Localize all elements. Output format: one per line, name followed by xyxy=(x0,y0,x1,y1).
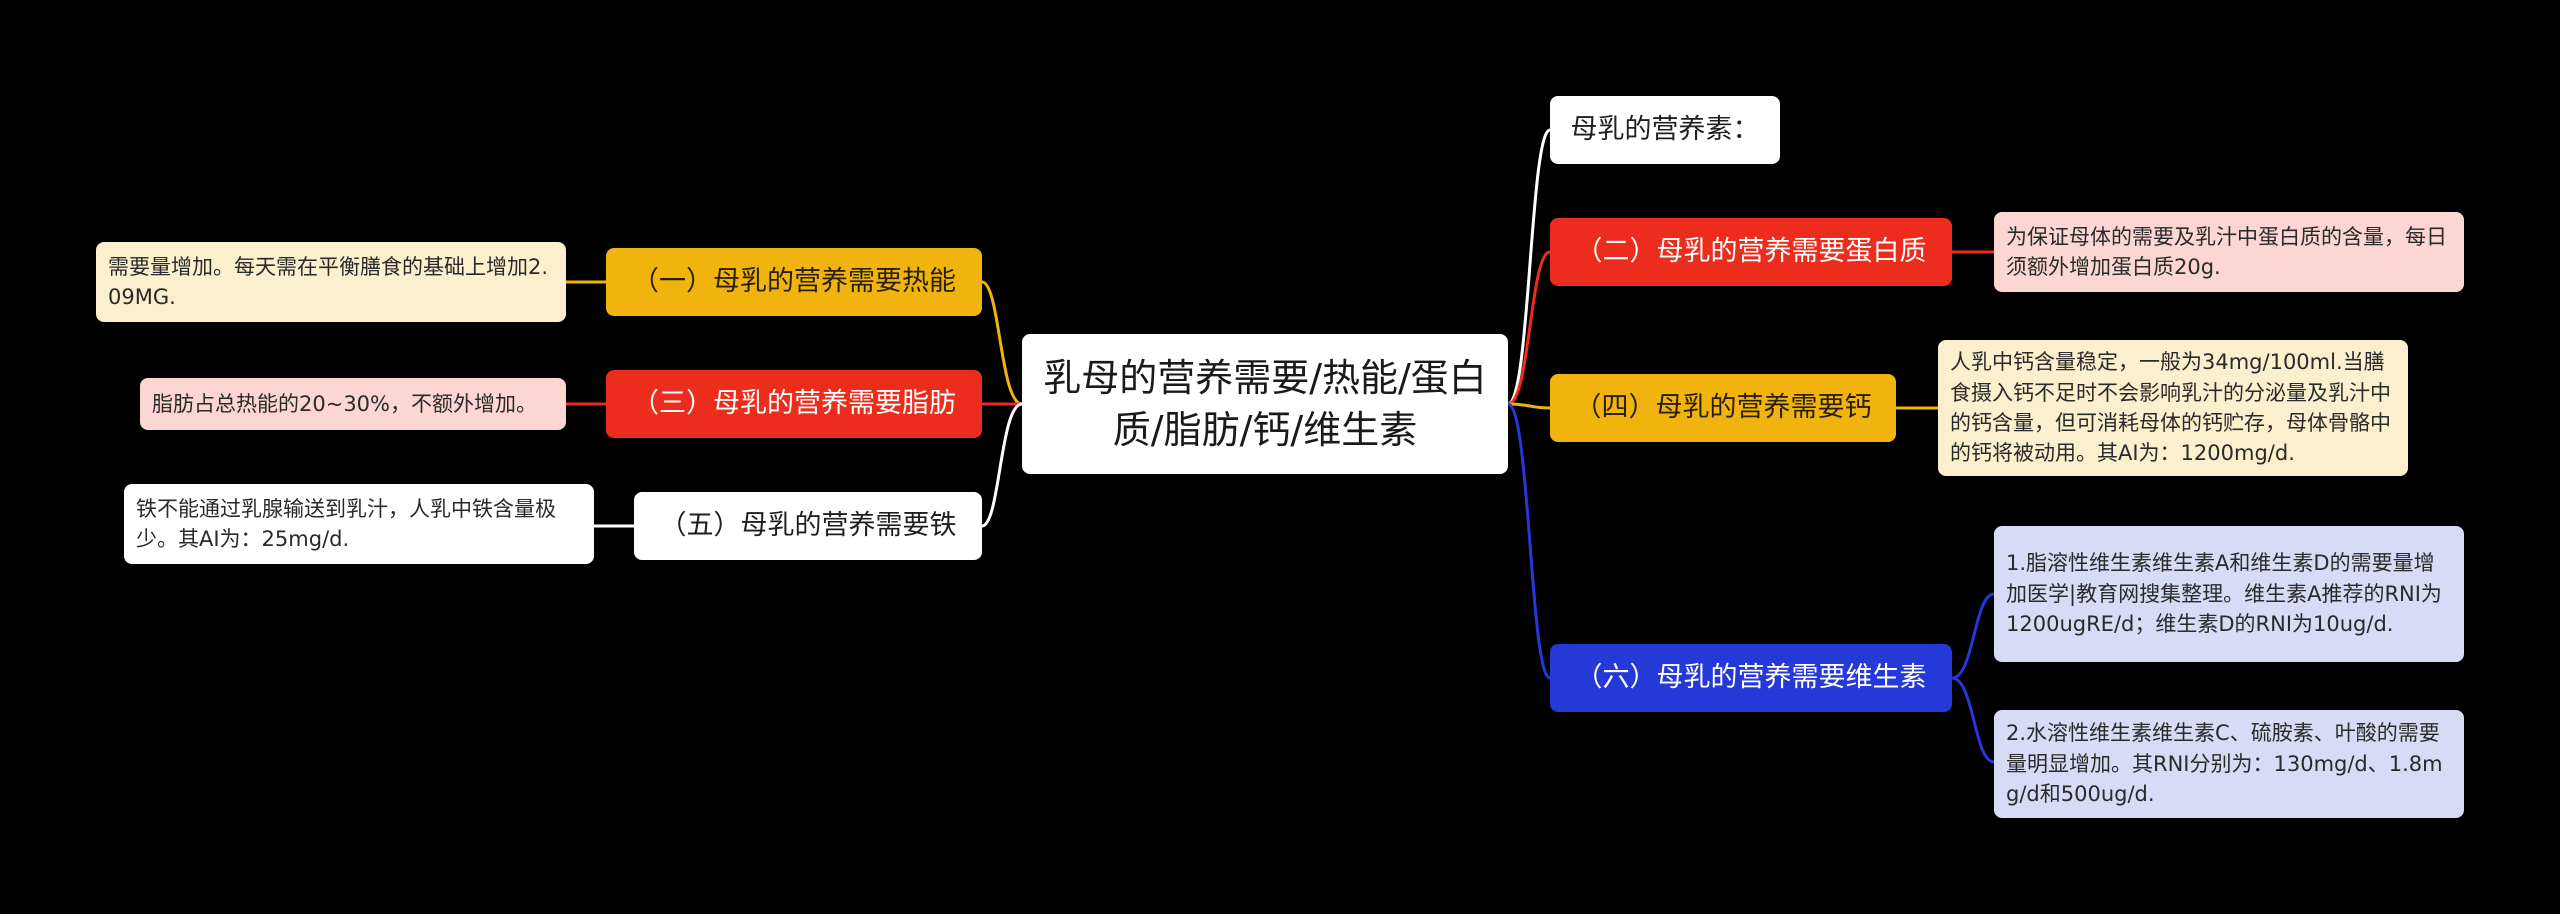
link-root-iron xyxy=(981,402,1023,528)
branch-protein[interactable]: （二）母乳的营养需要蛋白质 xyxy=(1550,218,1952,286)
branch-iron-label: （五）母乳的营养需要铁 xyxy=(659,510,957,542)
branch-intro-label: 母乳的营养素： xyxy=(1570,114,1760,146)
detail-vitamins-water-soluble-text: 2.水溶性维生素维生素C、硫胺素、叶酸的需要量明显增加。其RNI分别为：130m… xyxy=(2006,721,2443,807)
root-topic[interactable]: 乳母的营养需要/热能/蛋白质/脂肪/钙/维生素 xyxy=(1022,334,1508,474)
link-vitamins-detail-2 xyxy=(1951,676,1995,764)
branch-vitamins-label: （六）母乳的营养需要维生素 xyxy=(1575,662,1927,694)
branch-iron[interactable]: （五）母乳的营养需要铁 xyxy=(634,492,982,560)
link-root-protein xyxy=(1507,250,1551,406)
detail-fat-text: 脂肪占总热能的20~30%，不额外增加。 xyxy=(152,391,537,416)
detail-calcium-text: 人乳中钙含量稳定，一般为34mg/100ml.当膳食摄入钙不足时不会影响乳汁的分… xyxy=(1950,350,2391,466)
branch-fat-label: （三）母乳的营养需要脂肪 xyxy=(632,388,956,420)
branch-protein-label: （二）母乳的营养需要蛋白质 xyxy=(1575,236,1927,268)
detail-vitamins-water-soluble[interactable]: 2.水溶性维生素维生素C、硫胺素、叶酸的需要量明显增加。其RNI分别为：130m… xyxy=(1994,710,2464,818)
detail-vitamins-fat-soluble[interactable]: 1.脂溶性维生素维生素A和维生素D的需要量增加医学|教育网搜集整理。维生素A推荐… xyxy=(1994,526,2464,662)
detail-energy[interactable]: 需要量增加。每天需在平衡膳食的基础上增加2.09MG. xyxy=(96,242,566,322)
detail-iron-text: 铁不能通过乳腺输送到乳汁，人乳中铁含量极少。其AI为：25mg/d. xyxy=(136,496,556,551)
detail-protein-text: 为保证母体的需要及乳汁中蛋白质的含量，每日须额外增加蛋白质20g. xyxy=(2006,224,2447,279)
link-vitamins-detail-1 xyxy=(1951,592,1995,680)
detail-iron[interactable]: 铁不能通过乳腺输送到乳汁，人乳中铁含量极少。其AI为：25mg/d. xyxy=(124,484,594,564)
branch-intro[interactable]: 母乳的营养素： xyxy=(1550,96,1780,164)
branch-calcium-label: （四）母乳的营养需要钙 xyxy=(1574,392,1872,424)
branch-energy-label: （一）母乳的营养需要热能 xyxy=(632,266,956,298)
detail-protein[interactable]: 为保证母体的需要及乳汁中蛋白质的含量，每日须额外增加蛋白质20g. xyxy=(1994,212,2464,292)
branch-calcium[interactable]: （四）母乳的营养需要钙 xyxy=(1550,374,1896,442)
detail-calcium[interactable]: 人乳中钙含量稳定，一般为34mg/100ml.当膳食摄入钙不足时不会影响乳汁的分… xyxy=(1938,340,2408,476)
branch-vitamins[interactable]: （六）母乳的营养需要维生素 xyxy=(1550,644,1952,712)
link-root-intro xyxy=(1507,128,1552,406)
branch-fat[interactable]: （三）母乳的营养需要脂肪 xyxy=(606,370,982,438)
detail-energy-text: 需要量增加。每天需在平衡膳食的基础上增加2.09MG. xyxy=(108,254,549,309)
branch-energy[interactable]: （一）母乳的营养需要热能 xyxy=(606,248,982,316)
root-topic-text: 乳母的营养需要/热能/蛋白质/脂肪/钙/维生素 xyxy=(1043,355,1487,452)
detail-fat[interactable]: 脂肪占总热能的20~30%，不额外增加。 xyxy=(140,378,566,430)
link-root-energy xyxy=(981,280,1023,406)
detail-vitamins-fat-soluble-text: 1.脂溶性维生素维生素A和维生素D的需要量增加医学|教育网搜集整理。维生素A推荐… xyxy=(2006,551,2442,637)
link-root-vitamins xyxy=(1507,402,1552,680)
link-root-calcium xyxy=(1507,402,1551,410)
